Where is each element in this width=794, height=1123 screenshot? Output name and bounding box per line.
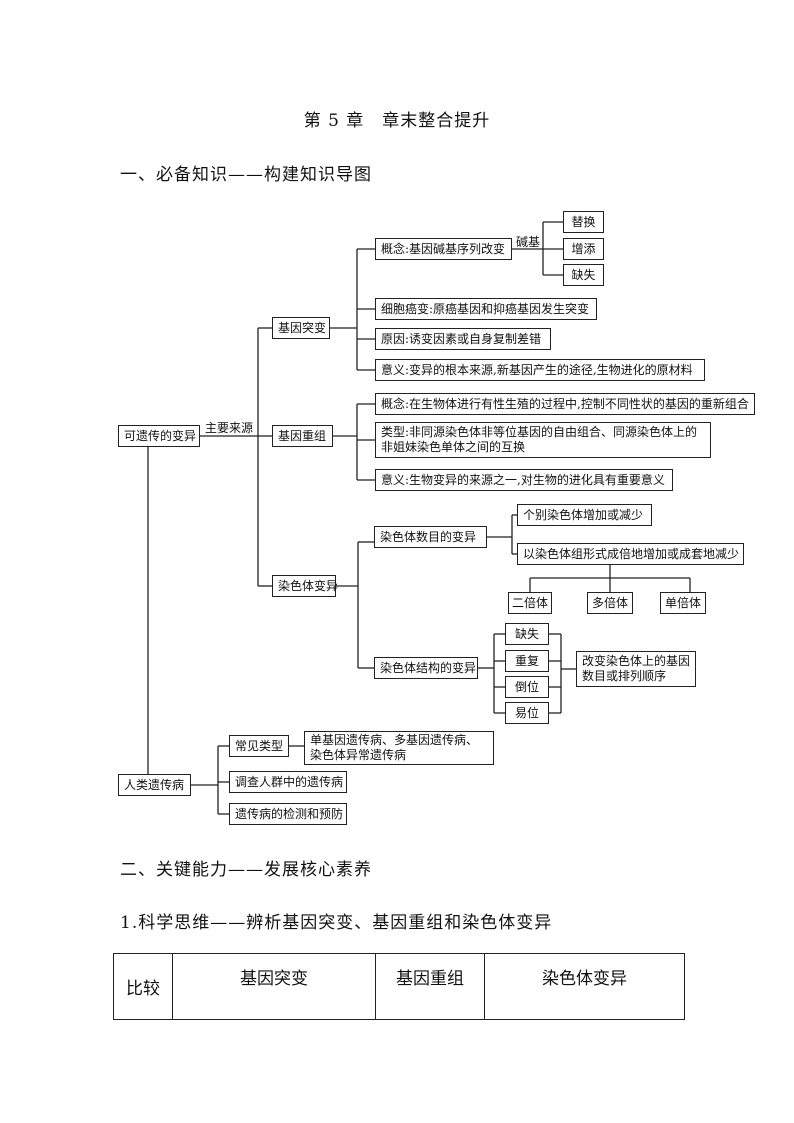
node-cv-structure: 染色体结构的变异 [374,657,478,679]
node-cv-haploid: 单倍体 [660,592,706,614]
table-header-row: 比较 基因突变 基因重组 染色体变异 [113,953,685,1020]
edge-label-main-source: 主要来源 [205,421,254,435]
node-hd-survey: 调查人群中的遗传病 [229,771,347,793]
node-hd-types: 单基因遗传病、多基因遗传病、染色体异常遗传病 [304,731,494,765]
node-gr-type: 类型:非同源染色体非等位基因的自由组合、同源染色体上的非姐妹染色单体之间的互换 [375,422,711,458]
section-heading-2: 二、关键能力——发展核心素养 [120,860,372,880]
node-hd-types-label: 常见类型 [229,735,289,757]
node-heritable-variation: 可遗传的变异 [118,425,200,447]
node-cs-effect: 改变染色体上的基因数目或排列顺序 [576,651,696,687]
node-cv-individual: 个别染色体增加或减少 [517,504,652,526]
node-cs-translocate: 易位 [505,702,549,724]
node-cs-missing: 缺失 [505,623,549,645]
node-gm-replace: 替换 [563,211,604,233]
node-gm-add: 增添 [563,238,604,260]
section-heading-1: 一、必备知识——构建知识导图 [120,165,372,185]
edge-label-base: 碱基 [516,235,541,249]
node-gr-concept: 概念:在生物体进行有性生殖的过程中,控制不同性状的基因的重新组合 [375,393,755,415]
subsection-heading-1: 1.科学思维——辨析基因突变、基因重组和染色体变异 [120,913,553,933]
table-header-cell: 基因重组 [375,953,485,1020]
table-header-cell: 染色体变异 [484,953,685,1020]
node-recombination: 基因重组 [272,425,333,447]
node-gm-concept: 概念:基因碱基序列改变 [375,238,512,260]
node-gm-missing: 缺失 [563,264,604,286]
node-gr-meaning: 意义:生物变异的来源之一,对生物的进化具有重要意义 [375,469,673,491]
node-gm-meaning: 意义:变异的根本来源,新基因产生的途径,生物进化的原材料 [375,359,705,381]
table-header-cell: 基因突变 [172,953,376,1020]
node-hd-detect: 遗传病的检测和预防 [229,803,347,825]
node-gm-cause: 原因:诱变因素或自身复制差错 [375,328,551,350]
node-cv-diploid: 二倍体 [508,592,552,614]
node-cs-repeat: 重复 [505,650,549,672]
node-gm-cancer: 细胞癌变:原癌基因和抑癌基因发生突变 [375,298,597,320]
node-gene-mutation: 基因突变 [272,317,330,339]
table-header-cell: 比较 [113,953,173,1020]
node-cv-polyploid: 多倍体 [587,592,633,614]
page-title: 第 5 章 章末整合提升 [303,111,491,131]
node-cv-set: 以染色体组形式成倍地增加或成套地减少 [517,543,744,565]
node-cs-invert: 倒位 [505,676,549,698]
comparison-table: 比较 基因突变 基因重组 染色体变异 [113,953,685,1020]
node-cv-number: 染色体数目的变异 [374,526,487,548]
node-human-genetic-disease: 人类遗传病 [118,774,191,796]
node-chromosome-variation: 染色体变异 [272,575,338,597]
